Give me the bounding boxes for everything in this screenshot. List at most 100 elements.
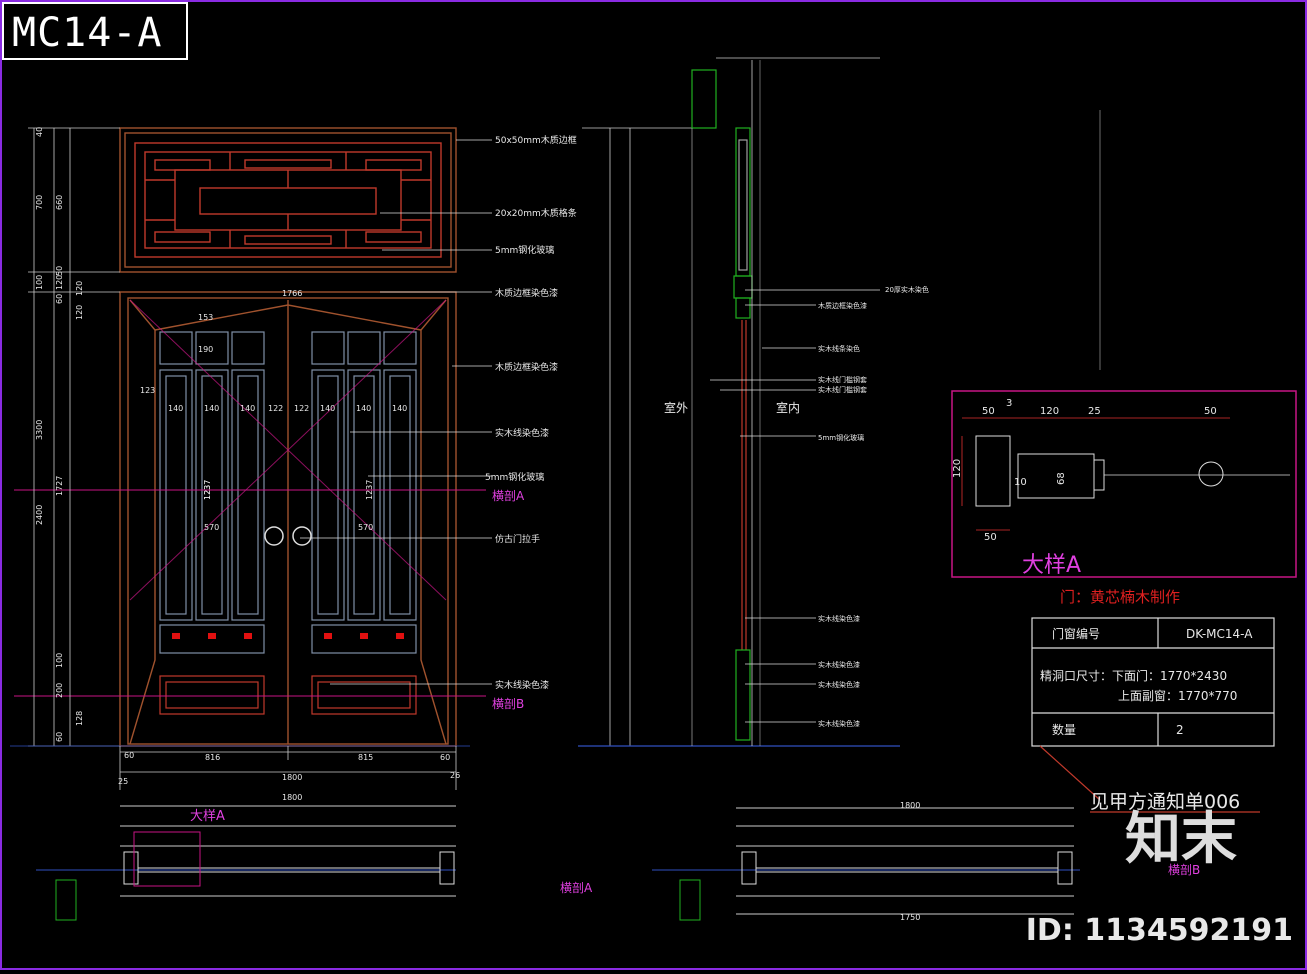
plan-total-right-bottom: 1750: [900, 913, 920, 922]
dim-left: 3300: [35, 420, 44, 440]
dim-bottom: 26: [450, 771, 460, 780]
plan-label-section-a: 横剖A: [560, 881, 593, 895]
dim-left: 60: [55, 732, 64, 742]
schedule-label: 上面副窗：1770*770: [1118, 689, 1237, 703]
door-handles: [264, 526, 312, 546]
dim-inner: 123: [140, 386, 155, 395]
detail-a-dim: 25: [1088, 406, 1101, 417]
door-leaf-left: [159, 331, 265, 715]
label-section-note: 实木线门槛钢套: [818, 375, 867, 384]
watermark-id: ID: 1134592191: [1025, 913, 1293, 948]
schedule-label: 精洞口尺寸：下面门：1770*2430: [1040, 668, 1227, 683]
label-inside: 室内: [776, 400, 800, 415]
dim-left: 40: [35, 127, 44, 137]
dim-left: 200: [55, 683, 64, 698]
leader-lines: [300, 139, 492, 685]
vertical-section: [578, 57, 1101, 747]
detail-a-dim: 120: [1040, 406, 1059, 417]
detail-a-material: 门：黄芯楠木制作: [1060, 588, 1180, 606]
dim-left: 100: [55, 653, 64, 668]
bottom-dimension-lines: [119, 746, 457, 790]
label-section-note: 实木线染色漆: [818, 660, 860, 669]
dim-inner: 122: [268, 404, 283, 413]
detail-a-dim: 68: [1056, 472, 1067, 485]
transom-window: [119, 127, 457, 273]
dim-inner: 1237: [203, 480, 212, 500]
dim-left: 120: [75, 281, 84, 296]
section-lines: [14, 299, 486, 697]
door-frame: [119, 291, 457, 747]
plan-total-right-top: 1800: [900, 801, 920, 810]
dim-inner: 140: [392, 404, 407, 413]
schedule-label: 数量: [1052, 722, 1076, 737]
drawing-code: MC14-A: [12, 10, 163, 56]
plan-sections: [36, 805, 1080, 921]
label-frame-wood: 50x50mm木质边框: [495, 134, 577, 146]
detail-a-dim: 50: [984, 532, 997, 543]
detail-a-dim: 50: [982, 406, 995, 417]
label-outside: 室外: [664, 400, 688, 415]
label-section-b: 横剖B: [492, 697, 524, 711]
dim-left: 660: [55, 195, 64, 210]
drawing-code-box: MC14-A: [2, 2, 188, 60]
dim-bottom: 60: [124, 751, 134, 760]
schedule-note: 见甲方通知单006: [1090, 791, 1240, 813]
left-dimension-lines: [10, 127, 470, 747]
label-glass: 5mm钢化玻璃: [485, 471, 544, 483]
detail-a-dim: 10: [1014, 477, 1027, 488]
label-section-note: 木质边框染色漆: [818, 301, 867, 310]
label-solid-wood: 实木线染色漆: [495, 427, 549, 439]
schedule-value: DK-MC14-A: [1186, 627, 1253, 641]
dim-inner: 190: [198, 345, 213, 354]
label-section-note: 实木线条染色: [818, 344, 860, 353]
detail-a-box: [951, 390, 1297, 578]
dim-left: 60: [55, 294, 64, 304]
label-solid-wood-2: 实木线染色漆: [495, 679, 549, 691]
dim-bottom: 815: [358, 753, 373, 762]
dim-inner: 153: [198, 313, 213, 322]
dim-bottom: 816: [205, 753, 220, 762]
schedule-label: 门窗编号: [1052, 626, 1100, 641]
door-leaf-right: [311, 331, 417, 715]
label-section-note: 5mm钢化玻璃: [818, 433, 864, 442]
watermark-logo: 知末: [1125, 807, 1237, 872]
label-section-note: 实木线门槛钢套: [818, 385, 867, 394]
dim-inner: 122: [294, 404, 309, 413]
section-leaders: [710, 289, 880, 723]
label-frame-paint: 木质边框染色漆: [495, 287, 558, 299]
dim-left: 128: [75, 711, 84, 726]
dim-left: 100: [35, 275, 44, 290]
dim-inner: 570: [204, 523, 219, 532]
label-lattice: 20x20mm木质格条: [495, 207, 577, 219]
dim-bottom: 1800: [282, 773, 302, 782]
label-section-a: 横剖A: [492, 489, 525, 503]
schedule-value: 2: [1176, 723, 1184, 737]
plan-label-detail-a: 1800: [282, 793, 302, 802]
label-section-note: 实木线染色漆: [818, 680, 860, 689]
dim-bottom: 60: [440, 753, 450, 762]
detail-a-dim: 3: [1006, 398, 1012, 409]
door-schedule-table: [1031, 617, 1275, 813]
label-section-note: 实木线染色漆: [818, 719, 860, 728]
dim-inner: 140: [320, 404, 335, 413]
dim-left: 1727: [55, 476, 64, 496]
decor-dots: [172, 633, 404, 639]
label-handle: 仿古门拉手: [495, 533, 540, 545]
dim-left: 120: [75, 305, 84, 320]
detail-a-dim: 120: [952, 459, 963, 478]
dim-left: 2400: [35, 505, 44, 525]
dim-inner: 140: [356, 404, 371, 413]
dim-left: 120: [55, 275, 64, 290]
dim-inner: 1766: [282, 289, 302, 298]
dim-inner: 570: [358, 523, 373, 532]
plan-label-detail-a: 大样A: [190, 809, 225, 824]
label-section-note: 实木线染色漆: [818, 614, 860, 623]
label-glass-top: 5mm钢化玻璃: [495, 244, 554, 256]
detail-a-title: 大样A: [1022, 553, 1081, 578]
dim-left: 1237: [203, 480, 212, 500]
dim-inner: 140: [204, 404, 219, 413]
dim-left: 700: [35, 195, 44, 210]
label-frame-paint-2: 木质边框染色漆: [495, 361, 558, 373]
detail-a-dim: 50: [1204, 406, 1217, 417]
